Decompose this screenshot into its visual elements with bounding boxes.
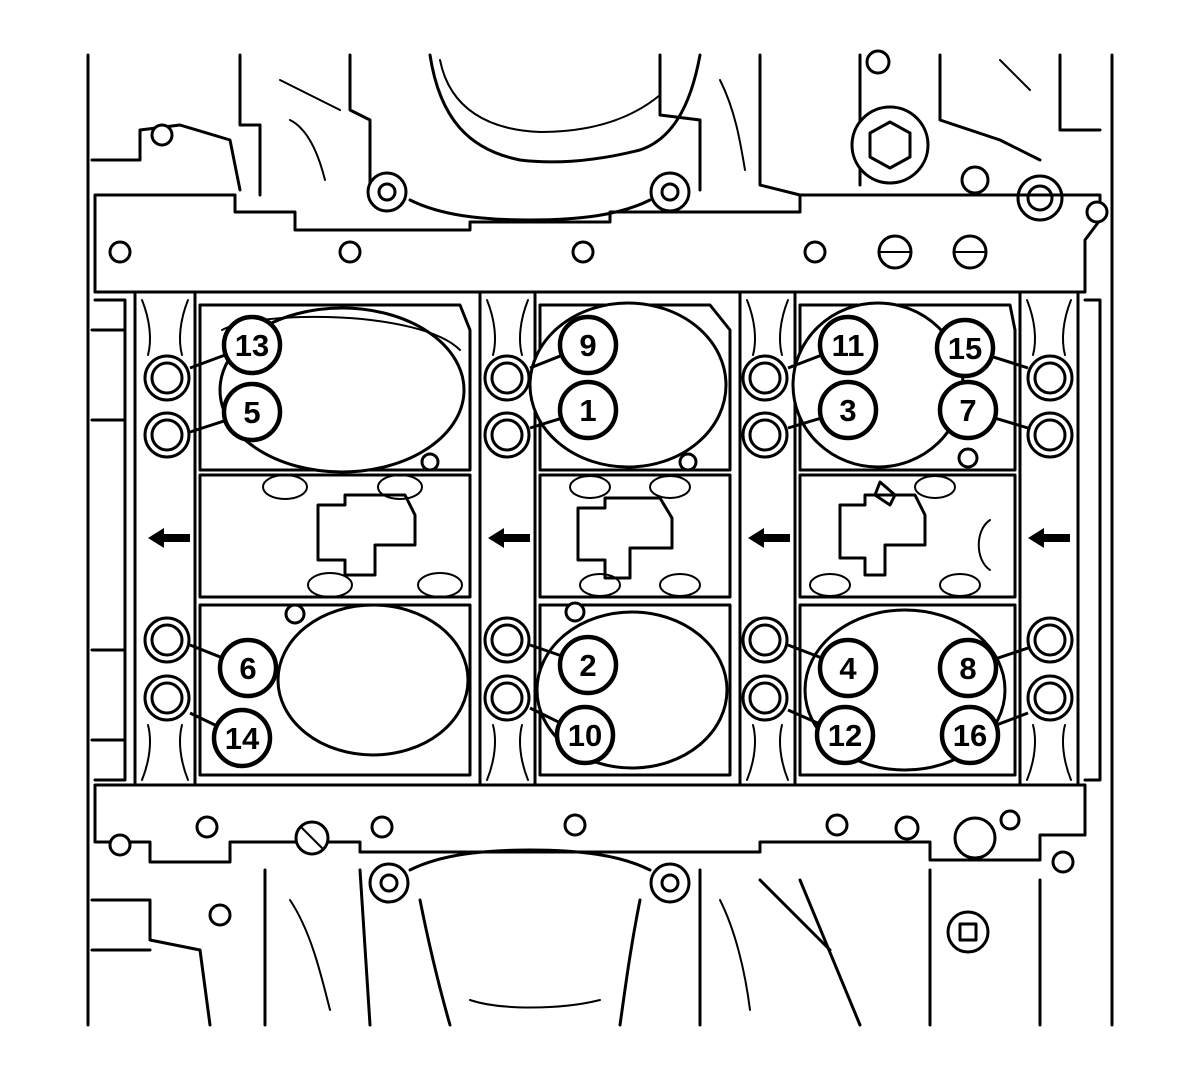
callout-5: 5: [189, 381, 283, 443]
callout-circle: [817, 637, 879, 699]
callout-number: 16: [953, 718, 987, 753]
callout-7: 7: [937, 379, 1029, 441]
callout-number: 7: [959, 393, 976, 428]
arrow-left-icon: [748, 528, 790, 548]
callout-11: 11: [787, 314, 879, 376]
callout-number: 15: [948, 331, 982, 366]
bolt-head: [483, 616, 531, 664]
callout-leader: [994, 416, 1029, 430]
bolt-head: [143, 411, 191, 459]
upper-rail: [93, 193, 1109, 294]
callout-leader: [189, 711, 218, 728]
callout-13: 13: [189, 314, 283, 376]
callout-number: 10: [568, 718, 602, 753]
arrow-left-icon: [148, 528, 190, 548]
callout-circle: [221, 314, 283, 376]
callout-leader: [787, 708, 820, 726]
bolt-head: [483, 411, 531, 459]
callout-circle: [554, 704, 616, 766]
callout-16: 16: [939, 704, 1029, 766]
callout-circle: [817, 314, 879, 376]
callout-leader: [189, 643, 223, 660]
callout-number: 5: [243, 395, 260, 430]
callout-leader: [189, 353, 227, 370]
callout-12: 12: [787, 704, 876, 766]
bolt-head: [1026, 616, 1074, 664]
bolt-head: [741, 616, 789, 664]
callout-number: 3: [839, 393, 856, 428]
callout-circle: [211, 707, 273, 769]
callout-circle: [814, 704, 876, 766]
callout-number: 12: [828, 718, 862, 753]
callout-circle: [557, 314, 619, 376]
callout-leader: [787, 643, 823, 660]
bolt-head: [1026, 411, 1074, 459]
callout-circle: [221, 381, 283, 443]
side-walls: [90, 298, 1102, 782]
bolt-head: [483, 674, 531, 722]
callout-number: 14: [225, 721, 260, 756]
front-direction-arrows: [148, 528, 1070, 548]
callout-number: 6: [239, 651, 256, 686]
bolt-head: [483, 354, 531, 402]
callout-number: 13: [235, 328, 269, 363]
upper-crankcase: [90, 49, 1102, 222]
bearing-cap-bolts: [143, 354, 1074, 722]
bolt-head: [741, 411, 789, 459]
callout-circle: [557, 634, 619, 696]
bolt-head: [143, 354, 191, 402]
callout-leader: [787, 416, 822, 430]
callout-4: 4: [787, 637, 879, 699]
callout-leader: [995, 711, 1029, 727]
callout-14: 14: [189, 707, 273, 769]
bolt-head: [143, 616, 191, 664]
arrow-left-icon: [488, 528, 530, 548]
callout-circle: [937, 637, 999, 699]
callout-circle: [939, 704, 1001, 766]
callout-15: 15: [934, 317, 1029, 379]
callout-circle: [217, 637, 279, 699]
callout-2: 2: [529, 634, 619, 696]
callout-leader: [787, 353, 823, 370]
bolt-head: [741, 674, 789, 722]
callout-leader: [994, 646, 1029, 661]
callout-circle: [937, 379, 999, 441]
callout-number: 2: [579, 648, 596, 683]
lower-rail: [93, 783, 1087, 864]
callout-leader: [529, 706, 561, 725]
callout-number: 8: [959, 651, 976, 686]
lower-crankcase: [90, 848, 1075, 1027]
callout-3: 3: [787, 379, 879, 441]
callout-leader: [529, 643, 563, 658]
callout-circle: [557, 379, 619, 441]
callout-leader: [529, 353, 563, 370]
callout-number: 9: [579, 328, 596, 363]
callout-number: 4: [839, 651, 857, 686]
callout-1: 1: [529, 379, 619, 441]
bolt-head: [1026, 354, 1074, 402]
frame: [86, 53, 1114, 1027]
bolt-head: [143, 674, 191, 722]
callout-circle: [817, 379, 879, 441]
callout-number: 1: [579, 393, 596, 428]
callout-leader: [189, 419, 226, 434]
callout-leader: [991, 355, 1029, 370]
callout-9: 9: [529, 314, 619, 376]
cylinder-bays: [198, 301, 1017, 777]
callout-circle: [934, 317, 996, 379]
arrow-left-icon: [1028, 528, 1070, 548]
callout-10: 10: [529, 704, 616, 766]
bolt-head: [1026, 674, 1074, 722]
callout-leader: [529, 416, 562, 430]
bolt-head: [741, 354, 789, 402]
callout-6: 6: [189, 637, 279, 699]
callout-8: 8: [937, 637, 1029, 699]
callout-number: 11: [832, 328, 865, 363]
